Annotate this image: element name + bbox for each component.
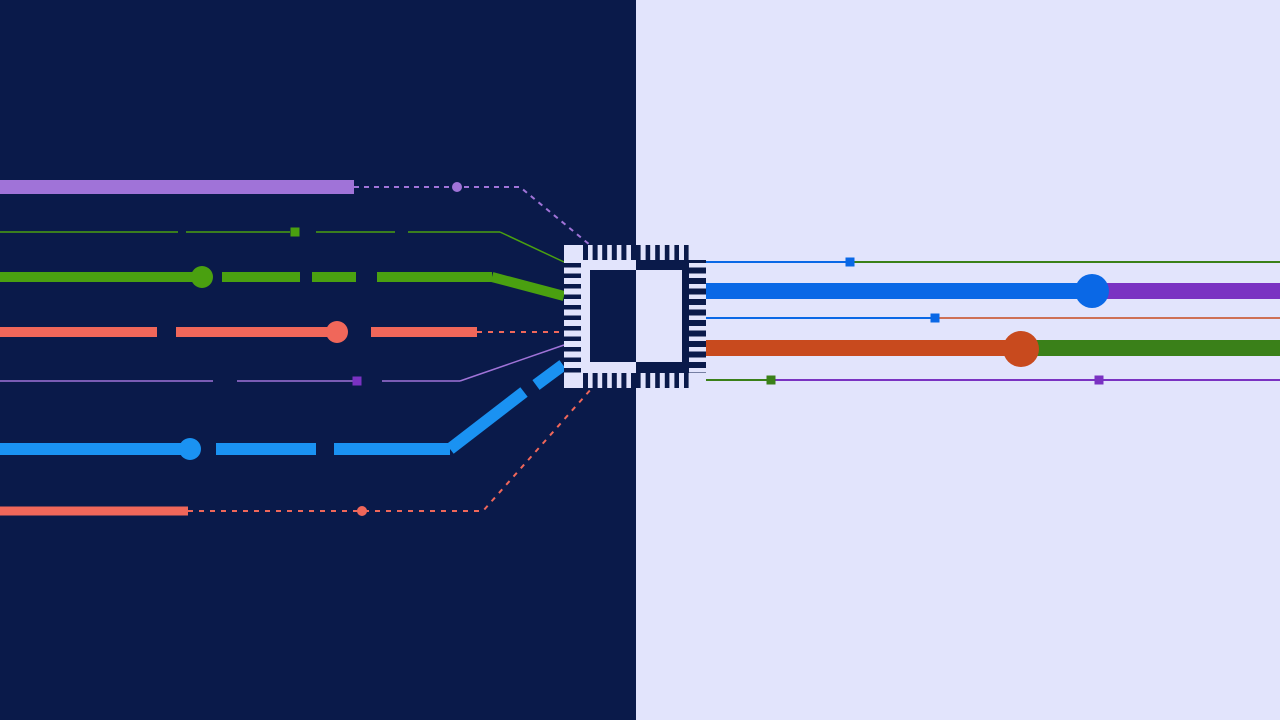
chip-pin <box>564 263 581 268</box>
left-signal-lines <box>0 180 593 516</box>
chip-pin <box>650 373 656 388</box>
chip-pin <box>689 347 706 352</box>
chip-pin <box>659 373 665 388</box>
chip-pin <box>659 245 665 260</box>
signal-node-dot <box>1003 331 1039 367</box>
right-signal-lines <box>706 257 1280 385</box>
chip-pin <box>564 336 581 341</box>
chip-corner <box>689 373 706 388</box>
chip-pin <box>592 245 598 260</box>
chip-pin <box>602 373 608 388</box>
chip-pin <box>669 245 675 260</box>
signal-line <box>532 360 567 390</box>
chip-pin <box>689 326 706 331</box>
dark-background-left <box>0 0 636 720</box>
chip-pin <box>583 373 588 388</box>
signal-node-dot <box>1075 274 1109 308</box>
chip-pin <box>564 294 581 299</box>
chip-pin <box>621 373 627 388</box>
chip-pin <box>679 245 684 260</box>
signal-node-dot <box>357 506 367 516</box>
signal-node-dot <box>179 438 201 460</box>
chip-pin <box>689 357 706 362</box>
chip-pin <box>689 305 706 310</box>
chip-pin <box>564 326 581 331</box>
chip-pin <box>650 245 656 260</box>
chip-corner <box>689 245 706 260</box>
chip-pin <box>640 373 646 388</box>
signal-line <box>499 231 565 263</box>
chip-pin <box>564 284 581 289</box>
chip-pin <box>564 368 581 373</box>
chip-pin <box>689 294 706 299</box>
signal-node-square <box>766 375 776 385</box>
chip-pin <box>564 273 581 278</box>
signal-node-square <box>845 257 855 267</box>
chip-pin <box>602 245 608 260</box>
signal-node-square <box>352 376 362 386</box>
chip-half <box>636 245 706 388</box>
chip-pin <box>640 245 646 260</box>
signal-node-square <box>1094 375 1104 385</box>
signal-line <box>459 344 565 382</box>
chip-pin <box>679 373 684 388</box>
chip-pin <box>583 245 588 260</box>
chip-half <box>564 245 636 388</box>
chip-pin <box>564 357 581 362</box>
chip-pin <box>689 368 706 373</box>
signal-node-dot <box>452 182 462 192</box>
chip-pin <box>631 245 636 260</box>
chip-pin <box>689 273 706 278</box>
signal-node-dot <box>191 266 213 288</box>
signal-node-square <box>930 313 940 323</box>
chip-core <box>590 270 636 362</box>
chip-pin <box>564 305 581 310</box>
chip-pin <box>611 373 617 388</box>
light-background-right <box>636 0 1280 720</box>
chip-pin <box>631 373 636 388</box>
signal-node-square <box>290 227 300 237</box>
chip-pin <box>592 373 598 388</box>
chip-pin <box>689 284 706 289</box>
chip-pin <box>689 315 706 320</box>
signal-line <box>490 272 566 301</box>
chip-pin <box>689 336 706 341</box>
chip-pin <box>564 315 581 320</box>
signal-node-dot <box>326 321 348 343</box>
chip-pin <box>669 373 675 388</box>
chip-core <box>636 270 682 362</box>
chip-pin <box>564 347 581 352</box>
chip-pin <box>689 263 706 268</box>
chip-pin <box>621 245 627 260</box>
signal-line <box>446 387 528 454</box>
microchip-icon <box>564 245 706 388</box>
chip-pin <box>611 245 617 260</box>
